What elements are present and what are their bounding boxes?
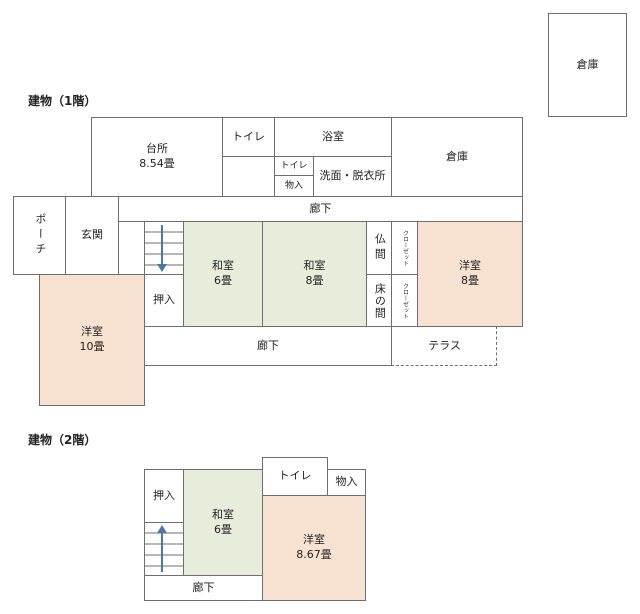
terrace-dashed-edge-right <box>496 326 497 366</box>
storage-small-label: 物入 <box>284 180 303 191</box>
f2-storage: 物入 <box>327 469 366 496</box>
up-arrow-icon <box>157 525 167 572</box>
porch: ポーチ <box>13 196 66 275</box>
western-room-10-name: 洋室 <box>81 325 103 339</box>
f2-closet-oshiire-label: 押入 <box>153 488 175 502</box>
f2-toilet-label: トイレ <box>278 469 312 483</box>
storehouse-detached-label: 倉庫 <box>576 57 599 71</box>
western-room-8-name: 洋室 <box>459 259 481 273</box>
down-arrow-icon <box>157 225 167 272</box>
japanese-room-8-size: 8畳 <box>305 274 324 287</box>
butsuma: 仏間 <box>366 221 392 275</box>
corridor-top-label: 廊下 <box>309 201 332 215</box>
closet-oshiire: 押入 <box>144 274 184 327</box>
porch-label: ポーチ <box>33 213 47 258</box>
tokonoma-label: 床の間 <box>373 282 387 319</box>
closet-upper-label: クローゼット <box>401 230 409 266</box>
kitchen: 台所 8.54畳 <box>91 117 223 197</box>
corridor-top: 廊下 <box>118 196 523 222</box>
bathroom-label: 浴室 <box>322 129 344 143</box>
western-room-10-size: 10畳 <box>79 340 105 353</box>
japanese-room-8: 和室 8畳 <box>262 221 367 327</box>
f2-storage-label: 物入 <box>335 475 358 489</box>
storage-small: 物入 <box>274 175 314 197</box>
butsuma-label: 仏間 <box>373 233 387 263</box>
entrance: 玄関 <box>65 196 119 275</box>
kitchen-size: 8.54畳 <box>139 157 175 170</box>
western-room-8-size: 8畳 <box>461 274 479 287</box>
closet-upper: クローゼット <box>391 221 418 275</box>
japanese-room-6-name: 和室 <box>212 259 234 273</box>
f2-western-room-size: 8.67畳 <box>296 548 332 561</box>
storehouse-label: 倉庫 <box>446 149 468 163</box>
f2-corridor: 廊下 <box>144 575 263 601</box>
japanese-room-6-size: 6畳 <box>214 274 232 287</box>
western-room-10: 洋室 10畳 <box>39 274 145 406</box>
japanese-room-6: 和室 6畳 <box>183 221 263 327</box>
toilet-small: トイレ <box>274 156 314 176</box>
terrace-label: テラス <box>428 339 461 353</box>
toilet-small-label: トイレ <box>280 160 308 171</box>
bathroom: 浴室 <box>274 117 392 157</box>
washroom: 洗面・脱衣所 <box>313 156 392 197</box>
stairs-floor2 <box>144 522 184 576</box>
closet-lower: クローゼット <box>391 274 418 327</box>
corridor-bottom: 廊下 <box>144 326 392 366</box>
f2-western-room: 洋室 8.67畳 <box>262 495 366 601</box>
f2-closet-oshiire: 押入 <box>144 469 184 523</box>
closet-lower-label: クローゼット <box>401 282 409 319</box>
f2-japanese-room-6-name: 和室 <box>212 507 234 521</box>
f2-western-room-name: 洋室 <box>303 533 325 547</box>
washroom-label: 洗面・脱衣所 <box>319 169 386 183</box>
f2-toilet: トイレ <box>262 457 328 496</box>
kitchen-name: 台所 <box>146 142 168 156</box>
f2-corridor-label: 廊下 <box>192 580 215 594</box>
tokonoma: 床の間 <box>366 274 392 327</box>
floor2-heading: 建物（2階） <box>28 433 97 447</box>
storehouse: 倉庫 <box>391 117 523 197</box>
terrace-dashed-edge-bottom <box>391 365 497 366</box>
stairs-floor1 <box>144 221 184 275</box>
toilet: トイレ <box>222 117 275 157</box>
toilet-label: トイレ <box>232 129 265 143</box>
corridor-bottom-label: 廊下 <box>257 338 279 352</box>
storehouse-detached: 倉庫 <box>548 13 627 117</box>
floor1-heading: 建物（1階） <box>28 94 97 108</box>
f2-japanese-room-6-size: 6畳 <box>214 522 232 536</box>
f2-japanese-room-6: 和室 6畳 <box>183 469 263 576</box>
japanese-room-8-name: 和室 <box>303 259 326 273</box>
closet-oshiire-label: 押入 <box>153 293 175 307</box>
terrace: テラス <box>391 326 497 366</box>
western-room-8: 洋室 8畳 <box>417 221 523 327</box>
entrance-label: 玄関 <box>81 228 103 242</box>
